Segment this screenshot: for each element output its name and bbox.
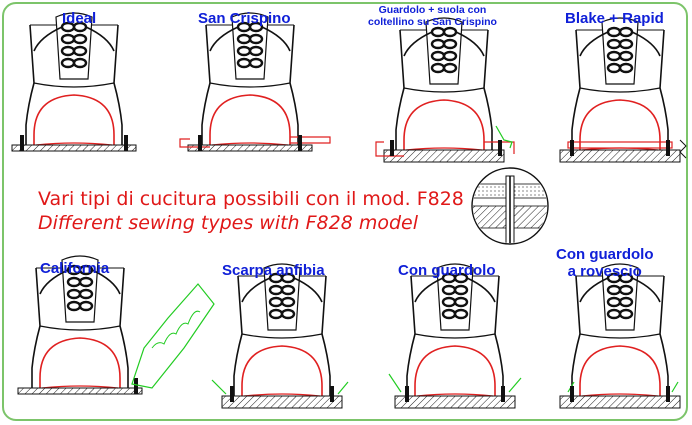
label-con-guardolo: Con guardolo [398,262,496,279]
label-scarpa-anfibia: Scarpa anfibia [222,262,325,279]
shoe-guardolo-suola [375,16,515,163]
shoe-blake-rapid [559,16,687,163]
label-san-crispino: San Crispino [198,10,291,27]
shoe-con-guardolo [388,262,522,409]
label-guardolo-suola: Guardolo + suola con coltellino su San C… [368,4,497,28]
stitch-detail-circle [471,167,549,245]
shoe-san-crispino [179,11,331,152]
shoe-ideal [11,11,137,152]
label-ideal: Ideal [62,10,97,27]
caption-english: Different sewing types with F828 model [38,212,419,234]
label-con-guardolo-rovescio: Con guardolo a rovescio [556,246,654,280]
shoe-con-guardolo-rovescio [559,262,681,409]
caption-italian: Vari tipi di cucitura possibili con il m… [38,188,464,210]
diagram-frame [2,2,688,421]
label-california: California [40,260,110,277]
shoe-california [17,254,215,395]
shoe-scarpa-anfibia [211,262,349,409]
label-blake-rapid: Blake + Rapid [565,10,664,27]
